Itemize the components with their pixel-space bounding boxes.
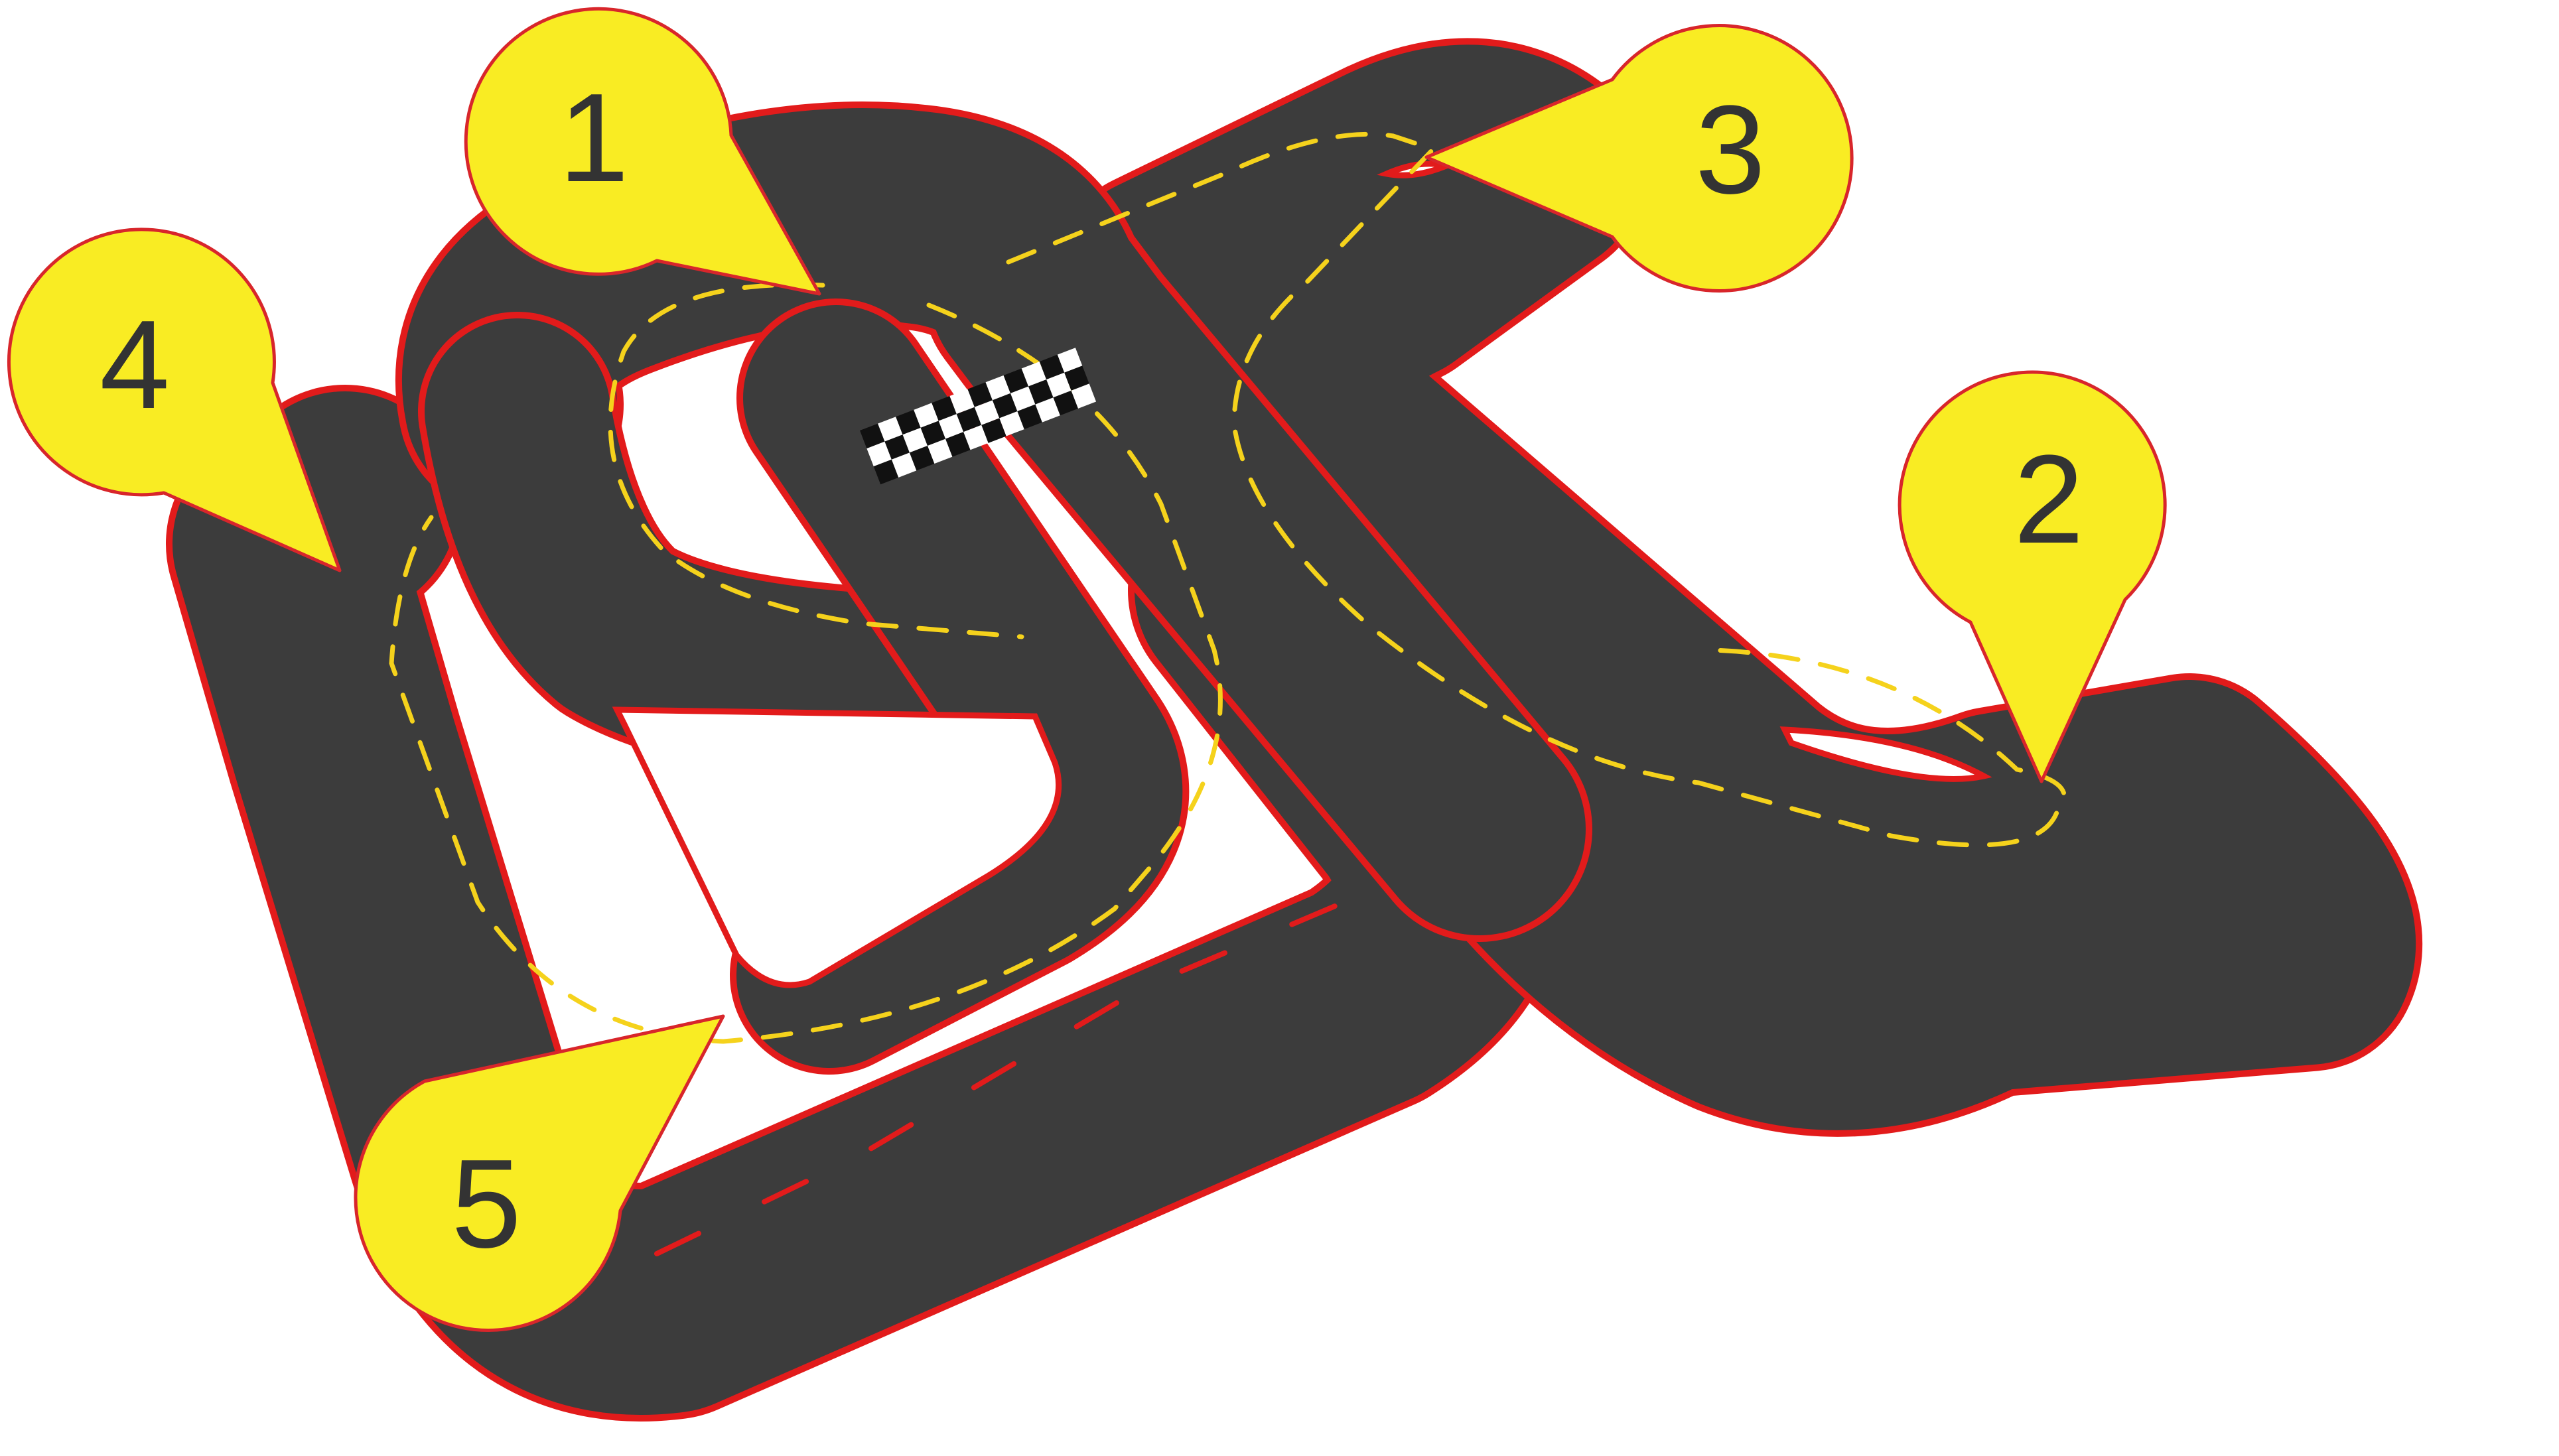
checker-square [985, 375, 1010, 401]
callout-4-label: 4 [100, 295, 170, 435]
callout-1: 1 [464, 7, 821, 296]
checker-square [999, 411, 1024, 436]
checker-square [896, 409, 921, 435]
checker-square [873, 459, 899, 485]
checker-square [1064, 365, 1089, 391]
track-infield-lower [612, 706, 1062, 988]
checker-square [981, 418, 1006, 443]
callout-3: 3 [1424, 24, 1854, 293]
checker-square [1057, 348, 1083, 373]
lane-markings [389, 131, 2067, 1044]
checker-square [891, 452, 917, 478]
checker-square [902, 427, 928, 453]
checker-square [974, 400, 1000, 425]
checker-square [914, 403, 939, 428]
callout-2: 2 [1898, 370, 2167, 783]
checker-square [860, 423, 885, 449]
checker-square [1003, 368, 1029, 393]
checkered-flag-strip [860, 348, 1097, 485]
track-right-section [965, 38, 2422, 1137]
checker-square [878, 417, 903, 442]
callout-3-bubble [1424, 24, 1854, 293]
checker-square [928, 438, 953, 464]
checker-square [1017, 404, 1042, 430]
red-center-dash [654, 836, 1495, 1256]
callouts: 1 2 3 4 5 [7, 7, 2167, 1332]
checker-square [1046, 372, 1072, 398]
checker-square [1028, 379, 1054, 405]
checker-square [1035, 397, 1060, 423]
checker-square [963, 425, 989, 450]
checker-square [992, 393, 1018, 419]
checker-square [1021, 362, 1047, 387]
callout-3-label: 3 [1695, 80, 1765, 220]
callout-5: 5 [354, 1014, 725, 1332]
checker-square [909, 445, 935, 471]
checker-square [938, 414, 964, 439]
track-main-straight [730, 298, 1190, 1075]
checker-square [884, 434, 910, 460]
checker-square [945, 432, 971, 457]
callout-5-label: 5 [451, 1134, 521, 1274]
checker-square [1053, 390, 1078, 416]
callout-2-label: 2 [2014, 429, 2084, 570]
checker-square [866, 441, 892, 467]
callout-4-bubble [7, 228, 342, 572]
callout-5-bubble [354, 1014, 725, 1332]
callout-1-label: 1 [559, 68, 629, 208]
callout-1-bubble [464, 7, 821, 296]
checker-square [920, 421, 946, 446]
checker-square [932, 396, 957, 421]
track-infield-hairpin [1779, 726, 1992, 782]
callout-4: 4 [7, 228, 342, 572]
callout-2-bubble [1898, 370, 2167, 783]
checker-square [1010, 386, 1036, 412]
checker-square [967, 382, 993, 407]
checker-square [949, 389, 975, 415]
checker-square [956, 407, 982, 432]
checker-square [1071, 383, 1097, 409]
checker-square [1039, 354, 1065, 380]
